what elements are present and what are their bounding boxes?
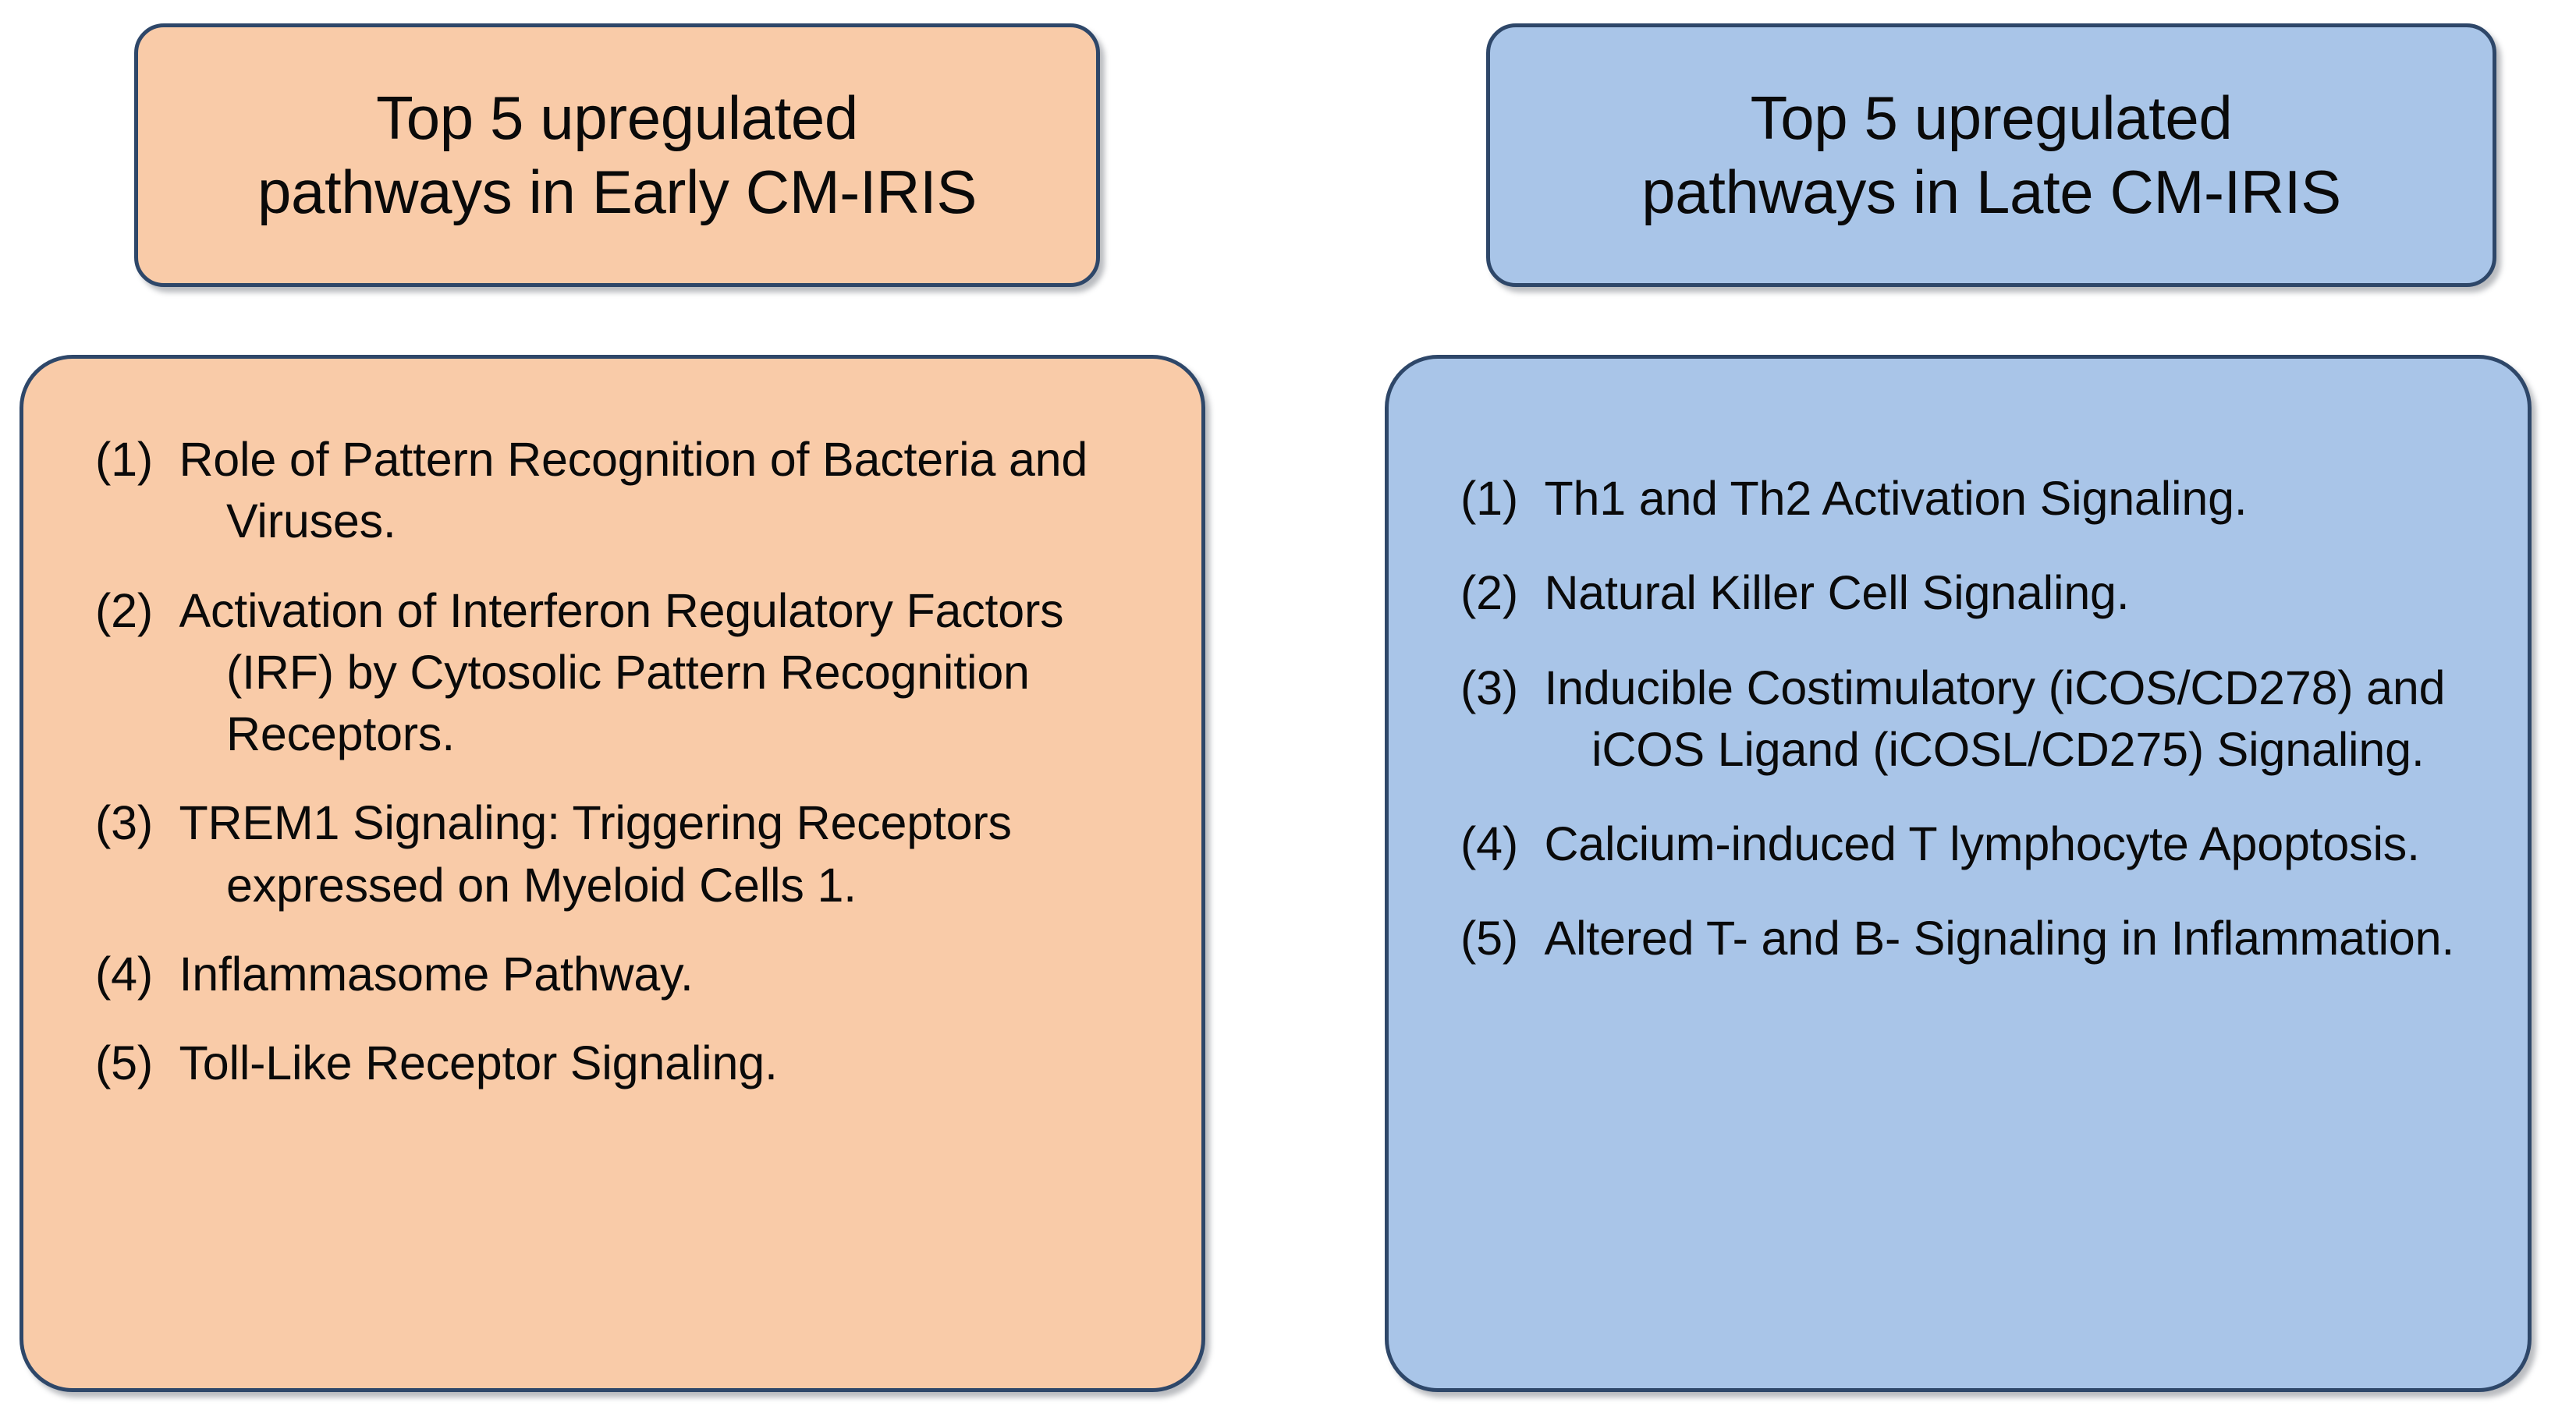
header-title-early: Top 5 upregulated pathways in Early CM-I… (257, 83, 977, 226)
list-item-gap (1518, 566, 1545, 619)
list-item: (2) Activation of Interferon Regulatory … (95, 580, 1164, 766)
list-item-label: Role of Pattern Recognition of Bacteria … (179, 433, 1088, 548)
list-item-marker: (1) (95, 433, 153, 486)
pathway-list-late: (1) Th1 and Th2 Activation Signaling. (2… (1460, 468, 2493, 970)
list-item-marker: (3) (95, 796, 153, 850)
pathway-list-box-early: (1) Role of Pattern Recognition of Bacte… (20, 355, 1205, 1392)
list-item-label: Altered T- and B- Signaling in Inflammat… (1544, 912, 2455, 965)
pathway-list-early: (1) Role of Pattern Recognition of Bacte… (95, 429, 1164, 1095)
list-item: (1) Th1 and Th2 Activation Signaling. (1460, 468, 2493, 530)
list-item: (4) Inflammasome Pathway. (95, 944, 1164, 1005)
list-item-marker: (3) (1460, 661, 1518, 714)
list-item-label: Th1 and Th2 Activation Signaling. (1544, 472, 2248, 525)
list-item-label: Activation of Interferon Regulatory Fact… (179, 583, 1064, 761)
header-box-late: Top 5 upregulated pathways in Late CM-IR… (1486, 23, 2496, 287)
list-item-gap (1518, 912, 1545, 965)
list-item: (4) Calcium-induced T lymphocyte Apoptos… (1460, 813, 2493, 875)
list-item-label: TREM1 Signaling: Triggering Receptors ex… (179, 796, 1012, 912)
list-item-label: Toll-Like Receptor Signaling. (179, 1036, 778, 1090)
list-item-label: Natural Killer Cell Signaling. (1544, 566, 2130, 620)
list-item: (3) TREM1 Signaling: Triggering Receptor… (95, 792, 1164, 916)
list-item-marker: (4) (95, 948, 153, 1001)
list-item-gap (153, 1036, 179, 1089)
list-item-label: Inducible Costimulatory (iCOS/CD278) and… (1544, 661, 2446, 776)
list-item-marker: (5) (95, 1036, 153, 1090)
list-item-gap (1518, 472, 1545, 525)
list-item: (1) Role of Pattern Recognition of Bacte… (95, 429, 1164, 553)
list-item-marker: (2) (1460, 566, 1518, 620)
list-item-label: Calcium-induced T lymphocyte Apoptosis. (1544, 817, 2420, 871)
list-item-gap (1518, 817, 1545, 870)
header-box-early: Top 5 upregulated pathways in Early CM-I… (134, 23, 1100, 287)
list-item-marker: (4) (1460, 817, 1518, 871)
header-title-late: Top 5 upregulated pathways in Late CM-IR… (1641, 83, 2341, 226)
pathway-list-box-late: (1) Th1 and Th2 Activation Signaling. (2… (1385, 355, 2532, 1392)
list-item: (3) Inducible Costimulatory (iCOS/CD278)… (1460, 657, 2493, 781)
list-item-gap (153, 584, 179, 637)
list-item: (5) Altered T- and B- Signaling in Infla… (1460, 908, 2493, 969)
list-item-label: Inflammasome Pathway. (179, 948, 694, 1001)
list-item-marker: (1) (1460, 472, 1518, 525)
list-item: (2) Natural Killer Cell Signaling. (1460, 562, 2493, 624)
list-item-marker: (5) (1460, 912, 1518, 965)
list-item: (5) Toll-Like Receptor Signaling. (95, 1033, 1164, 1094)
list-item-gap (153, 796, 179, 849)
list-item-gap (153, 433, 179, 486)
list-item-gap (1518, 661, 1545, 714)
list-item-gap (153, 948, 179, 1001)
list-item-marker: (2) (95, 583, 153, 637)
